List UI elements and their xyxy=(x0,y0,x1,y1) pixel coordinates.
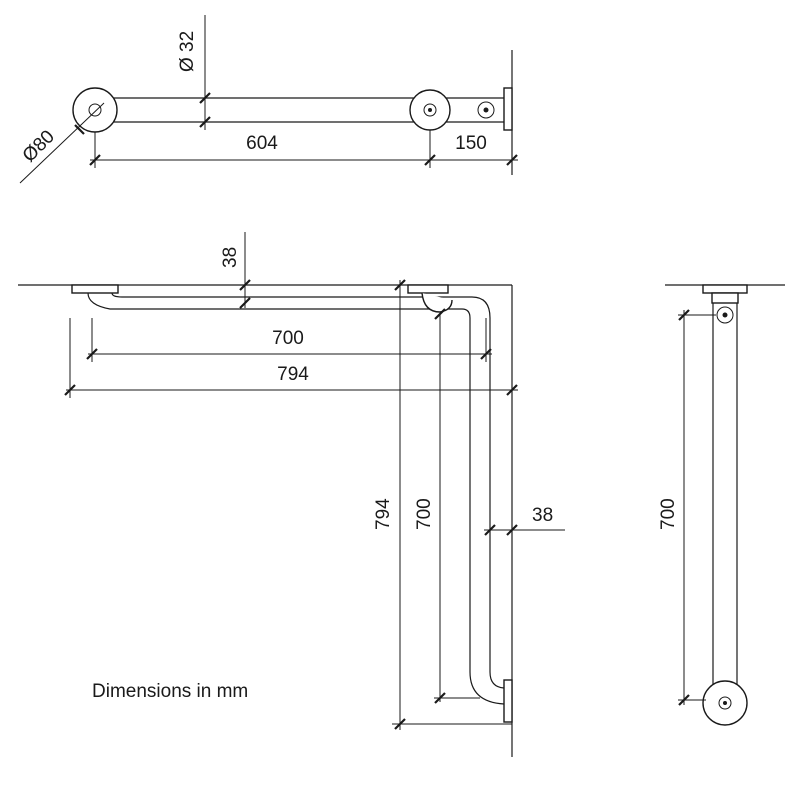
dim-tick xyxy=(89,154,101,166)
front-pipe-outer-edge xyxy=(111,292,505,689)
dim-tick xyxy=(434,692,446,704)
dim-tick xyxy=(394,718,406,730)
top-left-screw xyxy=(88,103,102,117)
side-top-screw-center xyxy=(722,312,728,318)
front-wall-plate xyxy=(503,679,513,723)
side-top-screw xyxy=(716,306,734,324)
dim-tick xyxy=(484,524,496,536)
dim-tick xyxy=(239,297,251,309)
top-middle-screw xyxy=(423,103,437,117)
dim-tick xyxy=(74,124,85,135)
dim-tick xyxy=(480,348,492,360)
dim-tick xyxy=(678,694,690,706)
dim-label-vertical-inner: 700 xyxy=(414,498,435,530)
dim-label-main-length: 604 xyxy=(246,133,278,154)
dim-tick xyxy=(394,279,406,291)
dim-tick xyxy=(86,348,98,360)
dim-label-horizontal-outer: 794 xyxy=(277,364,309,385)
dim-tick xyxy=(506,154,518,166)
dim-tick xyxy=(434,308,446,320)
top-view: Ø 32 Ø80 604 150 xyxy=(19,15,518,184)
dim-label-side-vertical: 700 xyxy=(658,498,679,530)
side-view: 700 xyxy=(658,284,785,726)
dim-tick xyxy=(239,279,251,291)
side-bottom-screw-center xyxy=(723,701,727,705)
dim-leader-flange-diameter xyxy=(19,102,105,184)
dim-label-rail-offset: 38 xyxy=(220,247,241,268)
front-middle-plate xyxy=(407,284,449,294)
side-top-mount xyxy=(711,292,739,304)
dim-label-flange-diameter: Ø80 xyxy=(19,126,59,166)
side-bottom-screw xyxy=(718,696,732,710)
top-wall-plate xyxy=(503,87,513,131)
dim-tick xyxy=(199,116,211,128)
top-wall-screw-center xyxy=(483,107,489,113)
dim-tick xyxy=(64,384,76,396)
front-view: 38 700 794 794 700 38 xyxy=(18,232,565,757)
front-pipe-inner-edge xyxy=(87,292,505,705)
top-middle-screw-center xyxy=(428,108,432,112)
dim-tick xyxy=(678,309,690,321)
dim-label-pipe-diameter: Ø 32 xyxy=(177,31,198,72)
dim-tick xyxy=(506,524,518,536)
side-top-plate xyxy=(702,284,748,294)
units-note: Dimensions in mm xyxy=(92,681,248,702)
front-middle-mount xyxy=(421,292,453,313)
front-left-plate xyxy=(71,284,119,294)
dim-label-horizontal-inner: 700 xyxy=(272,328,304,349)
dim-tick xyxy=(424,154,436,166)
dim-tick xyxy=(199,92,211,104)
dim-label-wall-offset: 38 xyxy=(532,505,553,526)
dim-tick xyxy=(506,384,518,396)
top-left-flange xyxy=(72,87,118,133)
top-wall-screw xyxy=(477,101,495,119)
dim-label-offset-length: 150 xyxy=(455,133,487,154)
dim-label-vertical-outer: 794 xyxy=(373,498,394,530)
